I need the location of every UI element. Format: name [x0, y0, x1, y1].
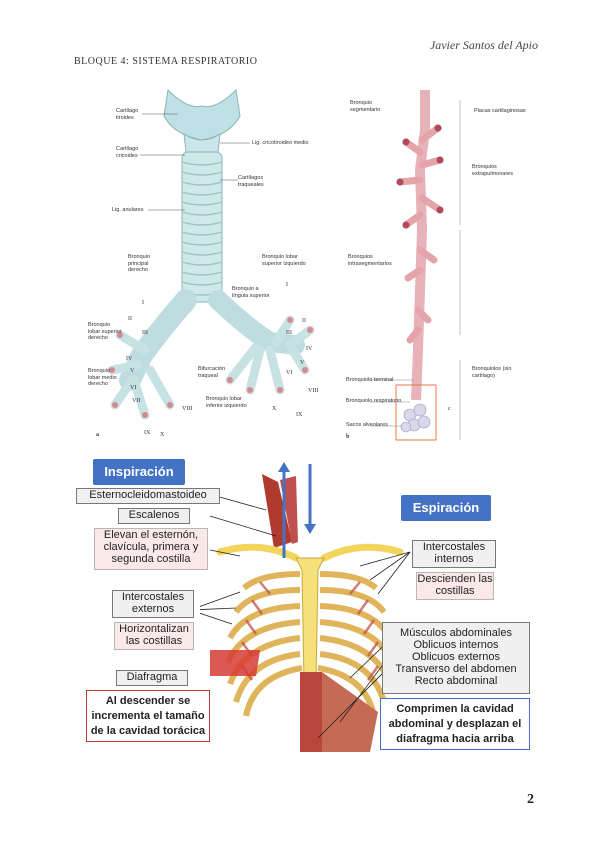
roman-numeral: VI: [286, 370, 293, 376]
musculos-abdominales-box: Músculos abdominales Oblicuos internos O…: [382, 622, 530, 694]
espiracion-header: Espiración: [401, 495, 491, 521]
label-bronquiolo-terminal: Bronquiolo terminal: [346, 377, 394, 383]
label-bronquiolo-respiratorio: Bronquiolo respiratorio: [346, 398, 402, 404]
label-bronquio-principal-derecho: Bronquio principal derecho: [128, 254, 151, 273]
label-bronquio-segmentario: Bronquio segmentario: [350, 100, 381, 113]
roman-numeral: VIII: [182, 406, 193, 412]
roman-numeral: II: [302, 318, 306, 324]
roman-numeral: III: [286, 330, 292, 336]
figure-arrow-c: c: [448, 406, 451, 412]
label-bronquio-medio: Bronquio lobar medio derecho: [88, 368, 117, 387]
label-bronquio-inferior-izquierdo: Bronquio lobar inferior izquierdo: [206, 396, 247, 409]
diafragma-box: Diafragma: [116, 670, 188, 686]
descienden-costillas-box: Descienden las costillas: [416, 572, 494, 600]
label-bronquio-superior-derecho: Bronquio lobar superior derecho: [88, 322, 122, 341]
roman-numeral: I: [286, 282, 288, 288]
label-cartilago-cricoides: Cartílago cricoides: [116, 146, 139, 159]
roman-numeral: X: [272, 406, 277, 412]
roman-numeral: IV: [306, 346, 313, 352]
espiracion-note-box: Comprimen la cavidad abdominal y desplaz…: [380, 698, 530, 750]
roman-numeral: I: [142, 300, 144, 306]
intercostales-externos-box: Intercostales externos: [112, 590, 194, 618]
label-cartilago-tiroides: Cartílago tiroides: [116, 108, 139, 121]
trachea-illustration: [107, 88, 315, 420]
label-lig-cricotiroideo: Lig. cricotiroideo medio: [252, 140, 309, 146]
abdominal-item: Oblicuos externos: [411, 651, 501, 663]
roman-numeral: IX: [144, 430, 151, 436]
inspiracion-header: Inspiración: [93, 459, 185, 485]
esternocleidomastoideo-box: Esternocleidomastoideo: [76, 488, 220, 504]
author-name: Javier Santos del Apio: [429, 38, 538, 52]
label-sacos-alveolares: Sacos alveolares: [346, 422, 388, 428]
roman-numeral: IX: [296, 412, 303, 418]
abdominal-item: Músculos abdominales: [400, 627, 512, 639]
label-bifurcacion: Bifurcación traqueal: [198, 366, 226, 379]
roman-numeral: VIII: [308, 388, 319, 394]
figure-letter-b: b: [346, 434, 350, 440]
label-cartilagos-traqueales: Cartílagos traqueales: [238, 175, 264, 188]
label-bronquio-lingula: Bronquio a língula superior: [232, 286, 270, 299]
label-lig-anulares: Lig. anulares: [112, 207, 144, 213]
abdominal-item: Transverso del abdomen: [395, 663, 517, 675]
abdominal-item: Oblicuos internos: [413, 639, 499, 651]
elevan-esternon-box: Elevan el esternón, clavícula, primera y…: [94, 528, 208, 570]
roman-numeral: X: [160, 432, 165, 438]
escalenos-box: Escalenos: [118, 508, 190, 524]
label-bronquios-extrapulmonares: Bronquios extrapulmonares: [472, 164, 513, 177]
roman-numeral: V: [300, 360, 305, 366]
roman-numeral: VI: [130, 385, 137, 391]
inspiracion-note-box: Al descender se incrementa el tamaño de …: [86, 690, 210, 742]
intercostales-internos-box: Intercostales internos: [412, 540, 496, 568]
section-title: BLOQUE 4: SISTEMA RESPIRATORIO: [74, 56, 258, 67]
label-bronquio-superior-izquierdo: Bronquio lobar superior izquierdo: [262, 254, 306, 267]
horizontalizan-box: Horizontalizan las costillas: [114, 622, 194, 650]
roman-numeral: VII: [132, 398, 141, 404]
roman-numeral: III: [142, 330, 148, 336]
label-bronquios-intrasegmentarios: Bronquios intrasegmentarios: [348, 254, 392, 267]
label-placas-cartilaginosas: Placas cartilaginosas: [474, 108, 526, 114]
figure-letter-a: a: [96, 432, 99, 438]
page-number: 2: [527, 792, 534, 807]
bronchial-tree-illustration: [370, 90, 461, 441]
roman-numeral: II: [128, 316, 132, 322]
roman-numeral: V: [130, 368, 135, 374]
roman-numeral: IV: [126, 356, 133, 362]
label-bronquiolos: Bronquiolos (sin cartílago): [472, 366, 512, 379]
abdominal-item: Recto abdominal: [414, 675, 498, 687]
